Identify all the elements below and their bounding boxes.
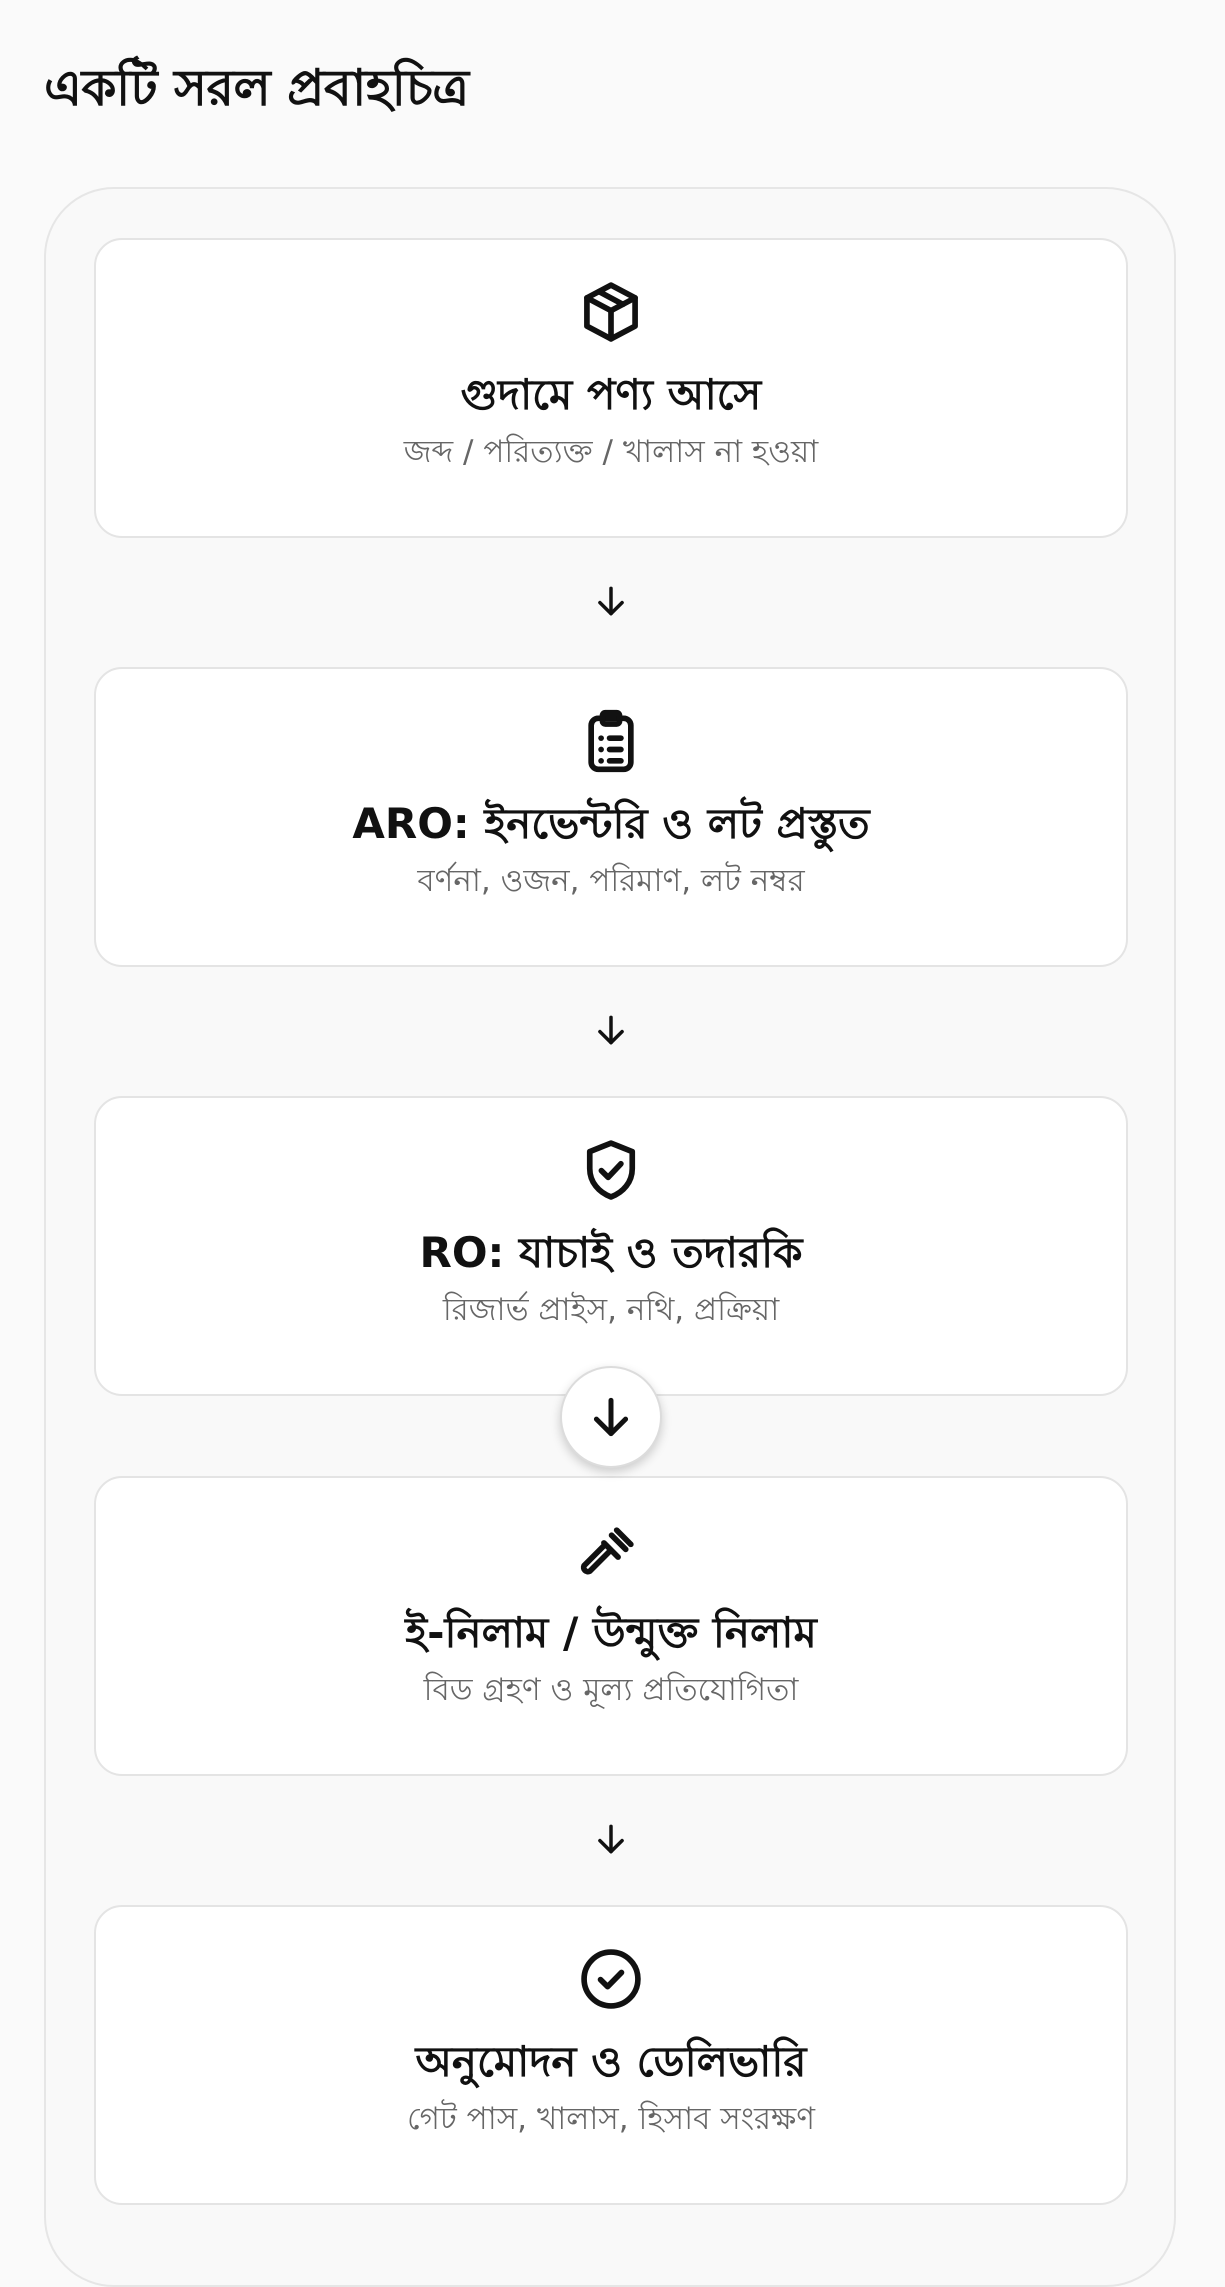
shield-check-icon: [577, 1136, 645, 1204]
flow-connector: [94, 538, 1128, 667]
package-icon: [577, 278, 645, 346]
arrow-down-icon: [592, 1820, 630, 1862]
arrow-down-icon: [592, 1011, 630, 1053]
step-subtitle: জব্দ / পরিত্যক্ত / খালাস না হওয়া: [403, 434, 819, 471]
arrow-down-icon: [592, 582, 630, 624]
step-title: ই-নিলাম / উন্মুক্ত নিলাম: [405, 1608, 817, 1657]
step-title: RO: যাচাই ও তদারকি: [419, 1228, 803, 1277]
step-title: গুদামে পণ্য আসে: [460, 370, 762, 419]
flow-connector: [94, 1366, 1128, 1476]
step-card-goods-arrive: গুদামে পণ্য আসে জব্দ / পরিত্যক্ত / খালাস…: [94, 238, 1128, 538]
clipboard-list-icon: [577, 707, 645, 775]
flow-connector: [94, 967, 1128, 1096]
check-circle-icon: [577, 1945, 645, 2013]
step-title: ARO: ইনভেন্টরি ও লট প্রস্তুত: [352, 799, 870, 848]
step-title: অনুমোদন ও ডেলিভারি: [415, 2037, 807, 2086]
step-subtitle: বিড গ্রহণ ও মূল্য প্রতিযোগিতা: [423, 1672, 799, 1709]
page-title: একটি সরল প্রবাহচিত্র: [44, 59, 469, 117]
step-subtitle: বর্ণনা, ওজন, পরিমাণ, লট নম্বর: [417, 863, 805, 900]
gavel-icon: [577, 1516, 645, 1584]
flow-connector: [94, 1776, 1128, 1905]
flowchart-steps: গুদামে পণ্য আসে জব্দ / পরিত্যক্ত / খালাস…: [94, 238, 1128, 2205]
step-card-aro-inventory: ARO: ইনভেন্টরি ও লট প্রস্তুত বর্ণনা, ওজন…: [94, 667, 1128, 967]
step-card-auction: ই-নিলাম / উন্মুক্ত নিলাম বিড গ্রহণ ও মূল…: [94, 1476, 1128, 1776]
step-subtitle: রিজার্ভ প্রাইস, নথি, প্রক্রিয়া: [442, 1292, 780, 1329]
step-card-approval-delivery: অনুমোদন ও ডেলিভারি গেট পাস, খালাস, হিসাব…: [94, 1905, 1128, 2205]
step-subtitle: গেট পাস, খালাস, হিসাব সংরক্ষণ: [407, 2101, 815, 2138]
step-card-ro-verification: RO: যাচাই ও তদারকি রিজার্ভ প্রাইস, নথি, …: [94, 1096, 1128, 1396]
arrow-down-icon: [560, 1366, 662, 1468]
